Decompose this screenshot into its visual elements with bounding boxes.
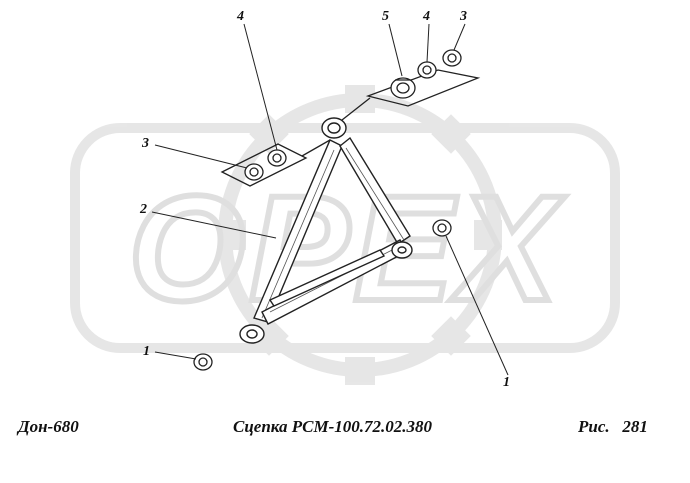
leader-lines (151, 23, 509, 376)
callout-1-left: 1 (143, 344, 150, 359)
footer-figure-number: Рис. 281 (578, 417, 648, 436)
left-parts-group (220, 139, 331, 187)
washer-4-top (417, 61, 437, 79)
top-parts-group (341, 49, 481, 121)
right-leg (339, 136, 411, 245)
callout-5-top: 5 (382, 9, 389, 24)
washer-3-top (442, 49, 462, 67)
watermark: OPEX (70, 85, 620, 385)
washer-4-left (267, 149, 287, 167)
callout-4-top: 4 (236, 9, 244, 24)
bushing-5 (390, 77, 416, 99)
callout-3-left: 3 (141, 136, 149, 151)
nut-left (193, 353, 213, 371)
washer-3-left (244, 163, 264, 181)
callout-3-top: 3 (459, 9, 467, 24)
watermark-text: OPEX (129, 164, 566, 332)
nut-right (432, 219, 452, 237)
footer-title: Сцепка РСМ-100.72.02.380 (233, 417, 432, 436)
top-plate (365, 69, 481, 107)
callout-2-left: 2 (139, 202, 147, 217)
callout-labels: 4 5 4 3 3 2 1 1 (139, 9, 510, 390)
triangle-frame (239, 117, 413, 344)
callout-1-right: 1 (503, 375, 510, 390)
cross-brace (268, 249, 386, 307)
callout-4b-top: 4 (422, 9, 430, 24)
footer-model: Дон-680 (18, 417, 79, 436)
left-plate (220, 143, 308, 187)
